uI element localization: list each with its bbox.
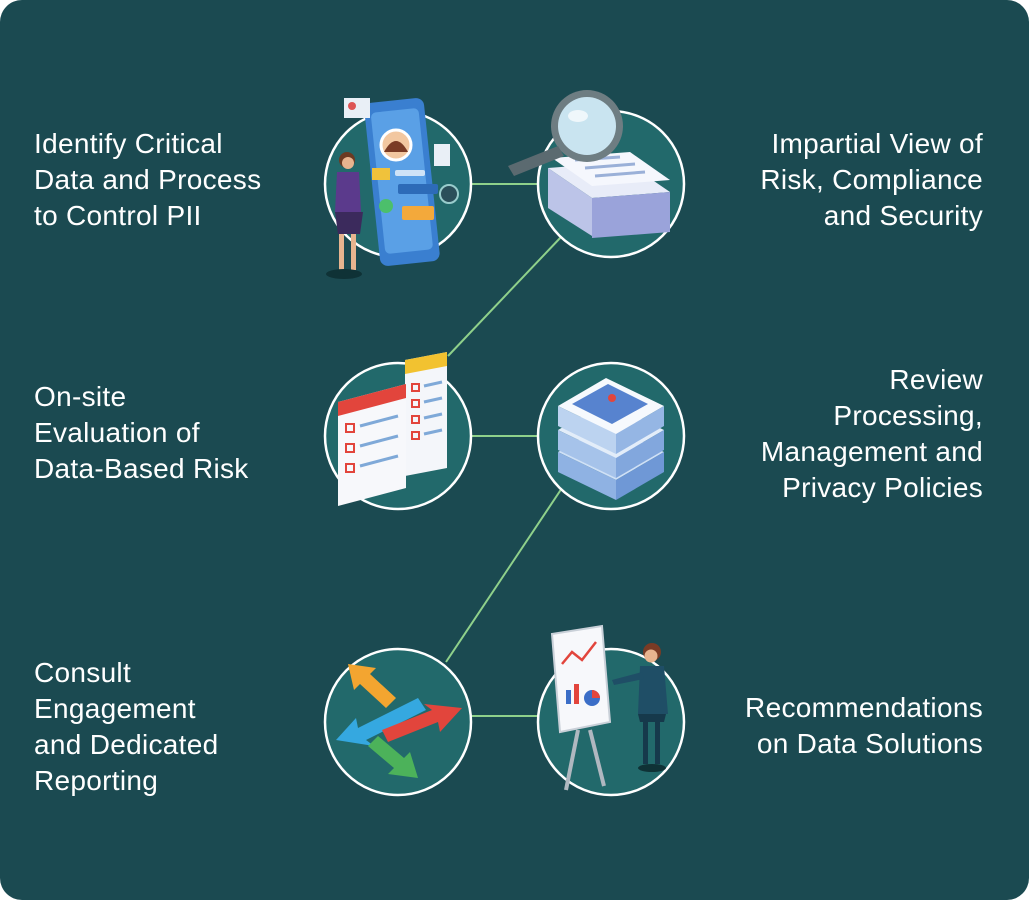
step-label-impartial: Impartial View of Risk, Compliance and S…: [760, 128, 983, 231]
step-label-consult: Consult Engagement and Dedicated Reporti…: [34, 657, 219, 796]
presentation-icon: [550, 624, 668, 791]
step-label-review: Review Processing, Management and Privac…: [760, 364, 983, 503]
mobile-profile-icon: [326, 98, 459, 279]
connectors: [445, 183, 563, 717]
arrows-exchange-icon: [336, 664, 462, 778]
step-label-onsite: On-site Evaluation of Data-Based Risk: [34, 381, 249, 484]
step-label-pii: Identify Critical Data and Process to Co…: [34, 128, 262, 231]
connector-2-3: [447, 235, 563, 357]
document-stack-icon: [558, 378, 664, 500]
connector-4-5: [445, 487, 563, 663]
magnifier-documents-icon: [508, 90, 670, 238]
checklist-icon: [338, 352, 447, 506]
step-label-recommend: Recommendations on Data Solutions: [745, 692, 983, 759]
